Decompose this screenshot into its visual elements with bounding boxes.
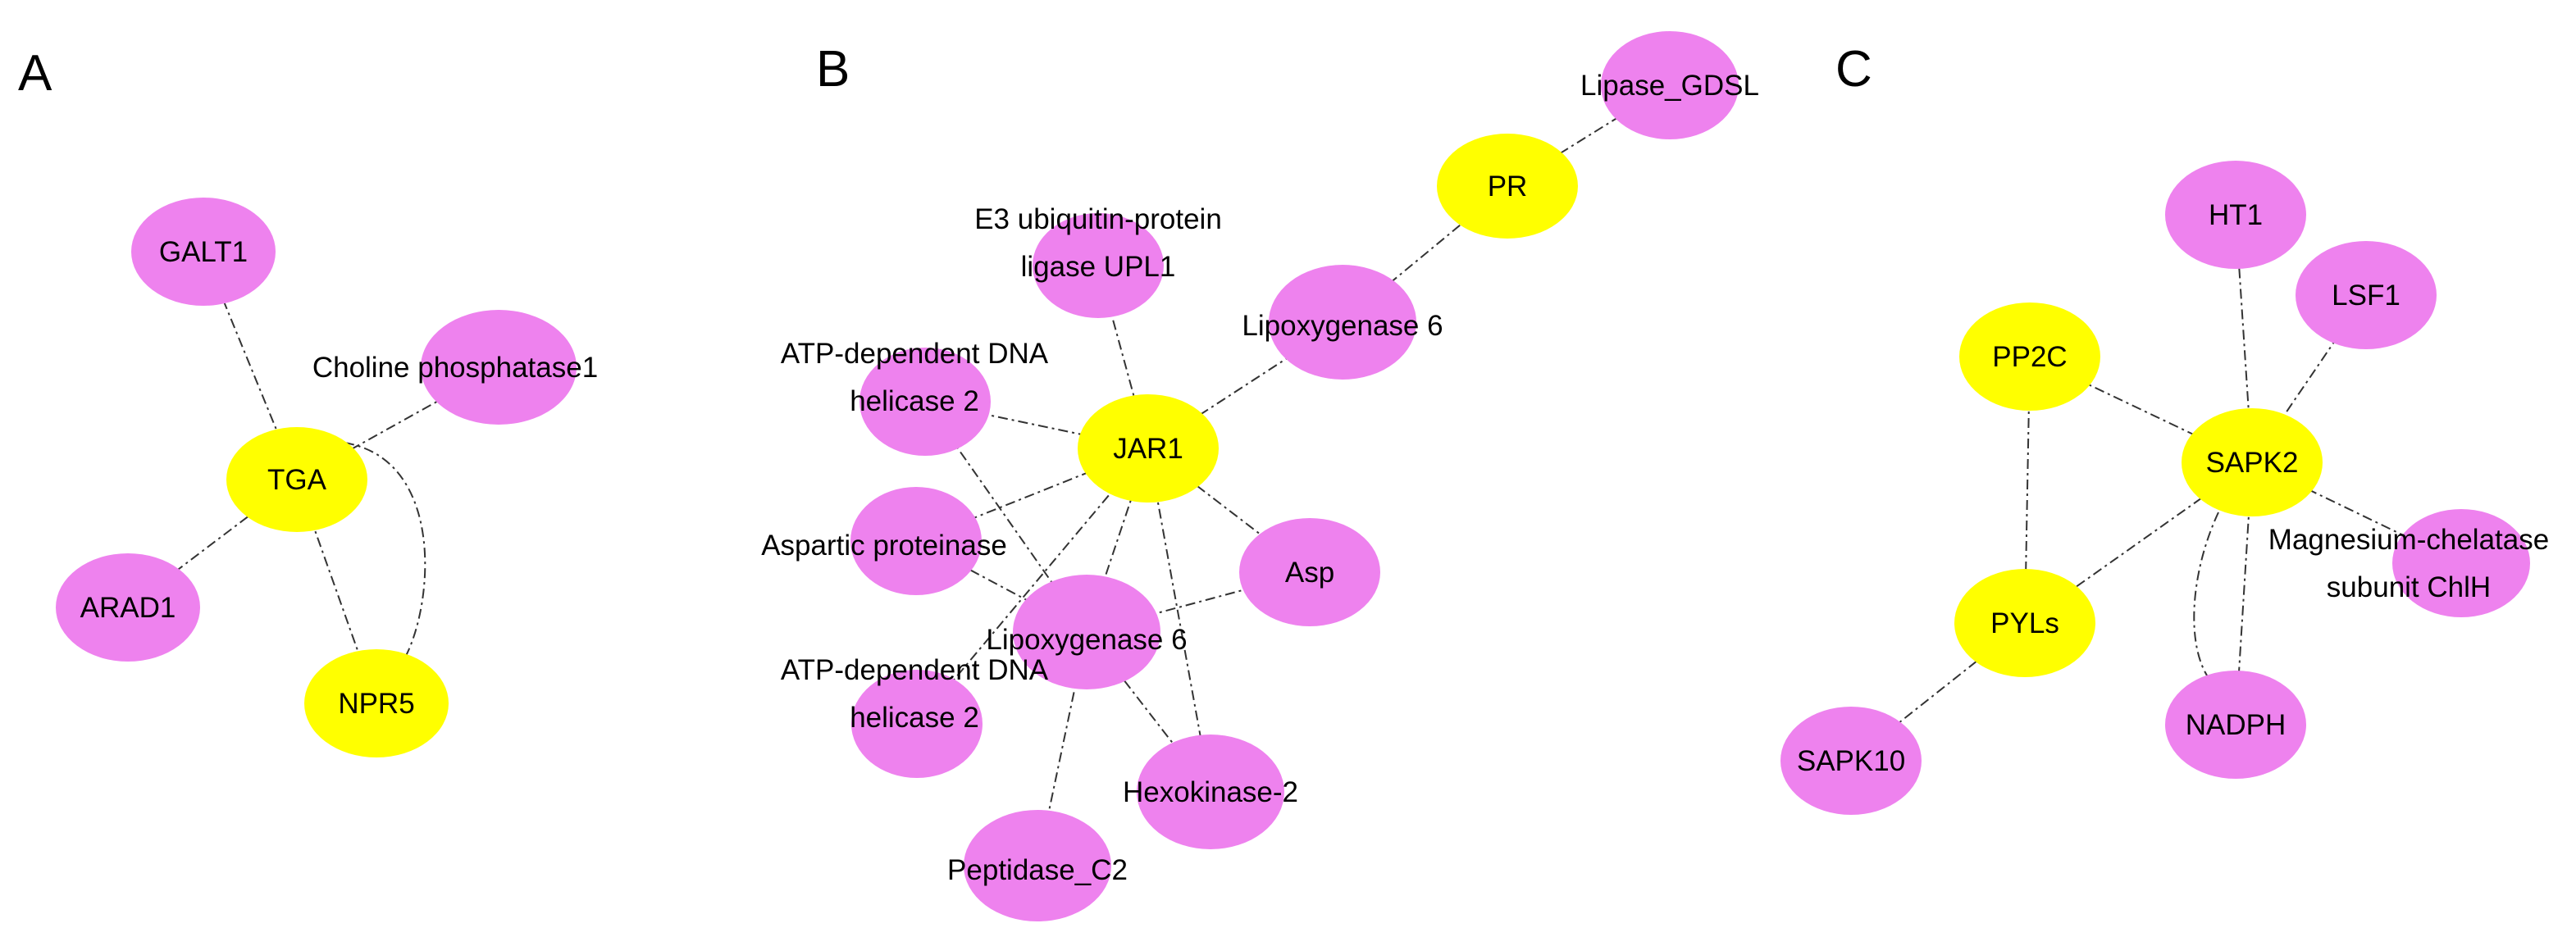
panel-b-label: B: [816, 41, 850, 98]
node-label: Lipoxygenase 6: [986, 624, 1187, 656]
node-b-lox6a-shape: [1269, 265, 1416, 380]
panel-b-nodes: PR Lipase_GDSL Lipoxygenase 6 E3 ubiquitin-…: [761, 31, 1759, 921]
node-b-e3: E3 ubiquitin-protein ligase UPL1: [974, 203, 1222, 318]
node-b-lox6b: Lipoxygenase 6: [986, 575, 1188, 689]
node-label: SAPK2: [2206, 447, 2299, 479]
node-c-pyls: PYLs: [1954, 569, 2095, 677]
node-label: NADPH: [2186, 709, 2286, 741]
node-b-asp-shape: [1239, 518, 1380, 626]
node-a-arad1: ARAD1: [56, 553, 200, 662]
node-b-pc2-shape: [964, 810, 1111, 921]
node-b-atp1: ATP-dependent DNA helicase 2: [781, 338, 1049, 456]
node-a-tga: TGA: [226, 427, 367, 532]
node-c-nadph-shape: [2165, 671, 2306, 779]
node-label: PYLs: [1990, 607, 2059, 639]
node-c-sapk10: SAPK10: [1780, 707, 1922, 815]
node-a-tga-shape: [226, 427, 367, 532]
node-label: PP2C: [1992, 341, 2067, 373]
panel-c-label: C: [1835, 41, 1872, 98]
edge-a-tga-a-npr5-curved: [344, 442, 426, 657]
node-a-npr5: NPR5: [304, 649, 449, 757]
node-c-sapk2: SAPK2: [2182, 408, 2323, 516]
node-a-galt1-shape: [131, 198, 276, 306]
node-b-asp: Asp: [1239, 518, 1380, 626]
node-c-ht1: HT1: [2165, 161, 2306, 269]
node-b-lgdsl-shape: [1601, 31, 1739, 139]
node-b-jar1-shape: [1078, 394, 1219, 503]
node-a-npr5-shape: [304, 649, 449, 757]
node-label: LSF1: [2332, 280, 2400, 312]
node-b-lox6b-shape: [1013, 575, 1160, 689]
node-b-pc2: Peptidase_C2: [947, 810, 1128, 921]
node-b-atp2: ATP-dependent DNA helicase 2: [781, 654, 1049, 778]
panel-a-label: A: [18, 45, 52, 102]
node-label: GALT1: [159, 236, 248, 268]
node-b-jar1: JAR1: [1078, 394, 1219, 503]
node-label: helicase 2: [850, 702, 979, 734]
node-c-sapk2-shape: [2182, 408, 2323, 516]
node-b-ap: Aspartic proteinase: [761, 487, 1007, 595]
edge-b-jar1-b-hk2: [1147, 448, 1211, 793]
node-c-sapk10-shape: [1780, 707, 1922, 815]
node-c-pp2c: PP2C: [1959, 302, 2100, 411]
node-a-cp1: Choline phosphatase1: [312, 310, 598, 425]
edge-b-jar1-b-atp2: [916, 448, 1149, 725]
node-label: subunit ChlH: [2327, 571, 2491, 603]
node-label: JAR1: [1113, 433, 1183, 465]
node-a-galt1: GALT1: [131, 198, 276, 306]
node-b-e3-shape: [1033, 213, 1164, 318]
node-label: TGA: [267, 464, 327, 496]
node-b-ap-shape: [850, 487, 982, 595]
edge-b-ap-b-lox6b: [915, 540, 1087, 633]
node-c-pp2c-shape: [1959, 302, 2100, 411]
node-c-lsf1: LSF1: [2296, 241, 2437, 349]
node-b-hk2: Hexokinase-2: [1123, 735, 1298, 849]
node-c-pyls-shape: [1954, 569, 2095, 677]
node-b-pr: PR: [1437, 134, 1578, 239]
node-label: PR: [1488, 171, 1528, 202]
node-a-cp1-shape: [421, 310, 577, 425]
node-label: Lipoxygenase 6: [1242, 310, 1443, 342]
node-label: Magnesium-chelatase: [2268, 524, 2549, 556]
node-label: ligase UPL1: [1021, 251, 1176, 283]
node-label: Hexokinase-2: [1123, 776, 1298, 808]
node-c-mgch-shape: [2392, 509, 2530, 617]
node-label: E3 ubiquitin-protein: [974, 203, 1222, 235]
node-label: ARAD1: [80, 592, 176, 624]
node-a-arad1-shape: [56, 553, 200, 662]
panel-b: B PR Lipase_GDSL Lipoxygenase 6 E3 ubiquiti…: [761, 31, 1759, 921]
node-b-atp2-shape: [851, 670, 983, 778]
edge-b-jar1-b-lox6b: [1086, 448, 1149, 633]
node-label: HT1: [2209, 199, 2263, 231]
node-b-hk2-shape: [1137, 735, 1284, 849]
node-c-lsf1-shape: [2296, 241, 2437, 349]
node-label: helicase 2: [850, 385, 979, 417]
node-b-lox6a: Lipoxygenase 6: [1242, 265, 1443, 380]
node-b-atp1-shape: [859, 348, 991, 456]
node-c-nadph: NADPH: [2165, 671, 2306, 779]
node-label: Lipase_GDSL: [1580, 70, 1759, 102]
node-label: ATP-dependent DNA: [781, 654, 1049, 686]
node-c-ht1-shape: [2165, 161, 2306, 269]
node-label: ATP-dependent DNA: [781, 338, 1049, 370]
node-label: Peptidase_C2: [947, 854, 1128, 886]
node-b-pr-shape: [1437, 134, 1578, 239]
node-b-lgdsl: Lipase_GDSL: [1580, 31, 1759, 139]
node-label: NPR5: [338, 688, 414, 720]
node-c-mgch: Magnesium-chelatase subunit ChlH: [2268, 509, 2549, 617]
edge-c-sapk2-c-nadph-curved: [2193, 512, 2219, 681]
node-label: Aspartic proteinase: [761, 530, 1007, 562]
node-label: Asp: [1285, 557, 1334, 589]
node-label: SAPK10: [1797, 745, 1905, 777]
edge-a-tga-a-npr5: [296, 479, 377, 704]
node-label: Choline phosphatase1: [312, 352, 598, 384]
